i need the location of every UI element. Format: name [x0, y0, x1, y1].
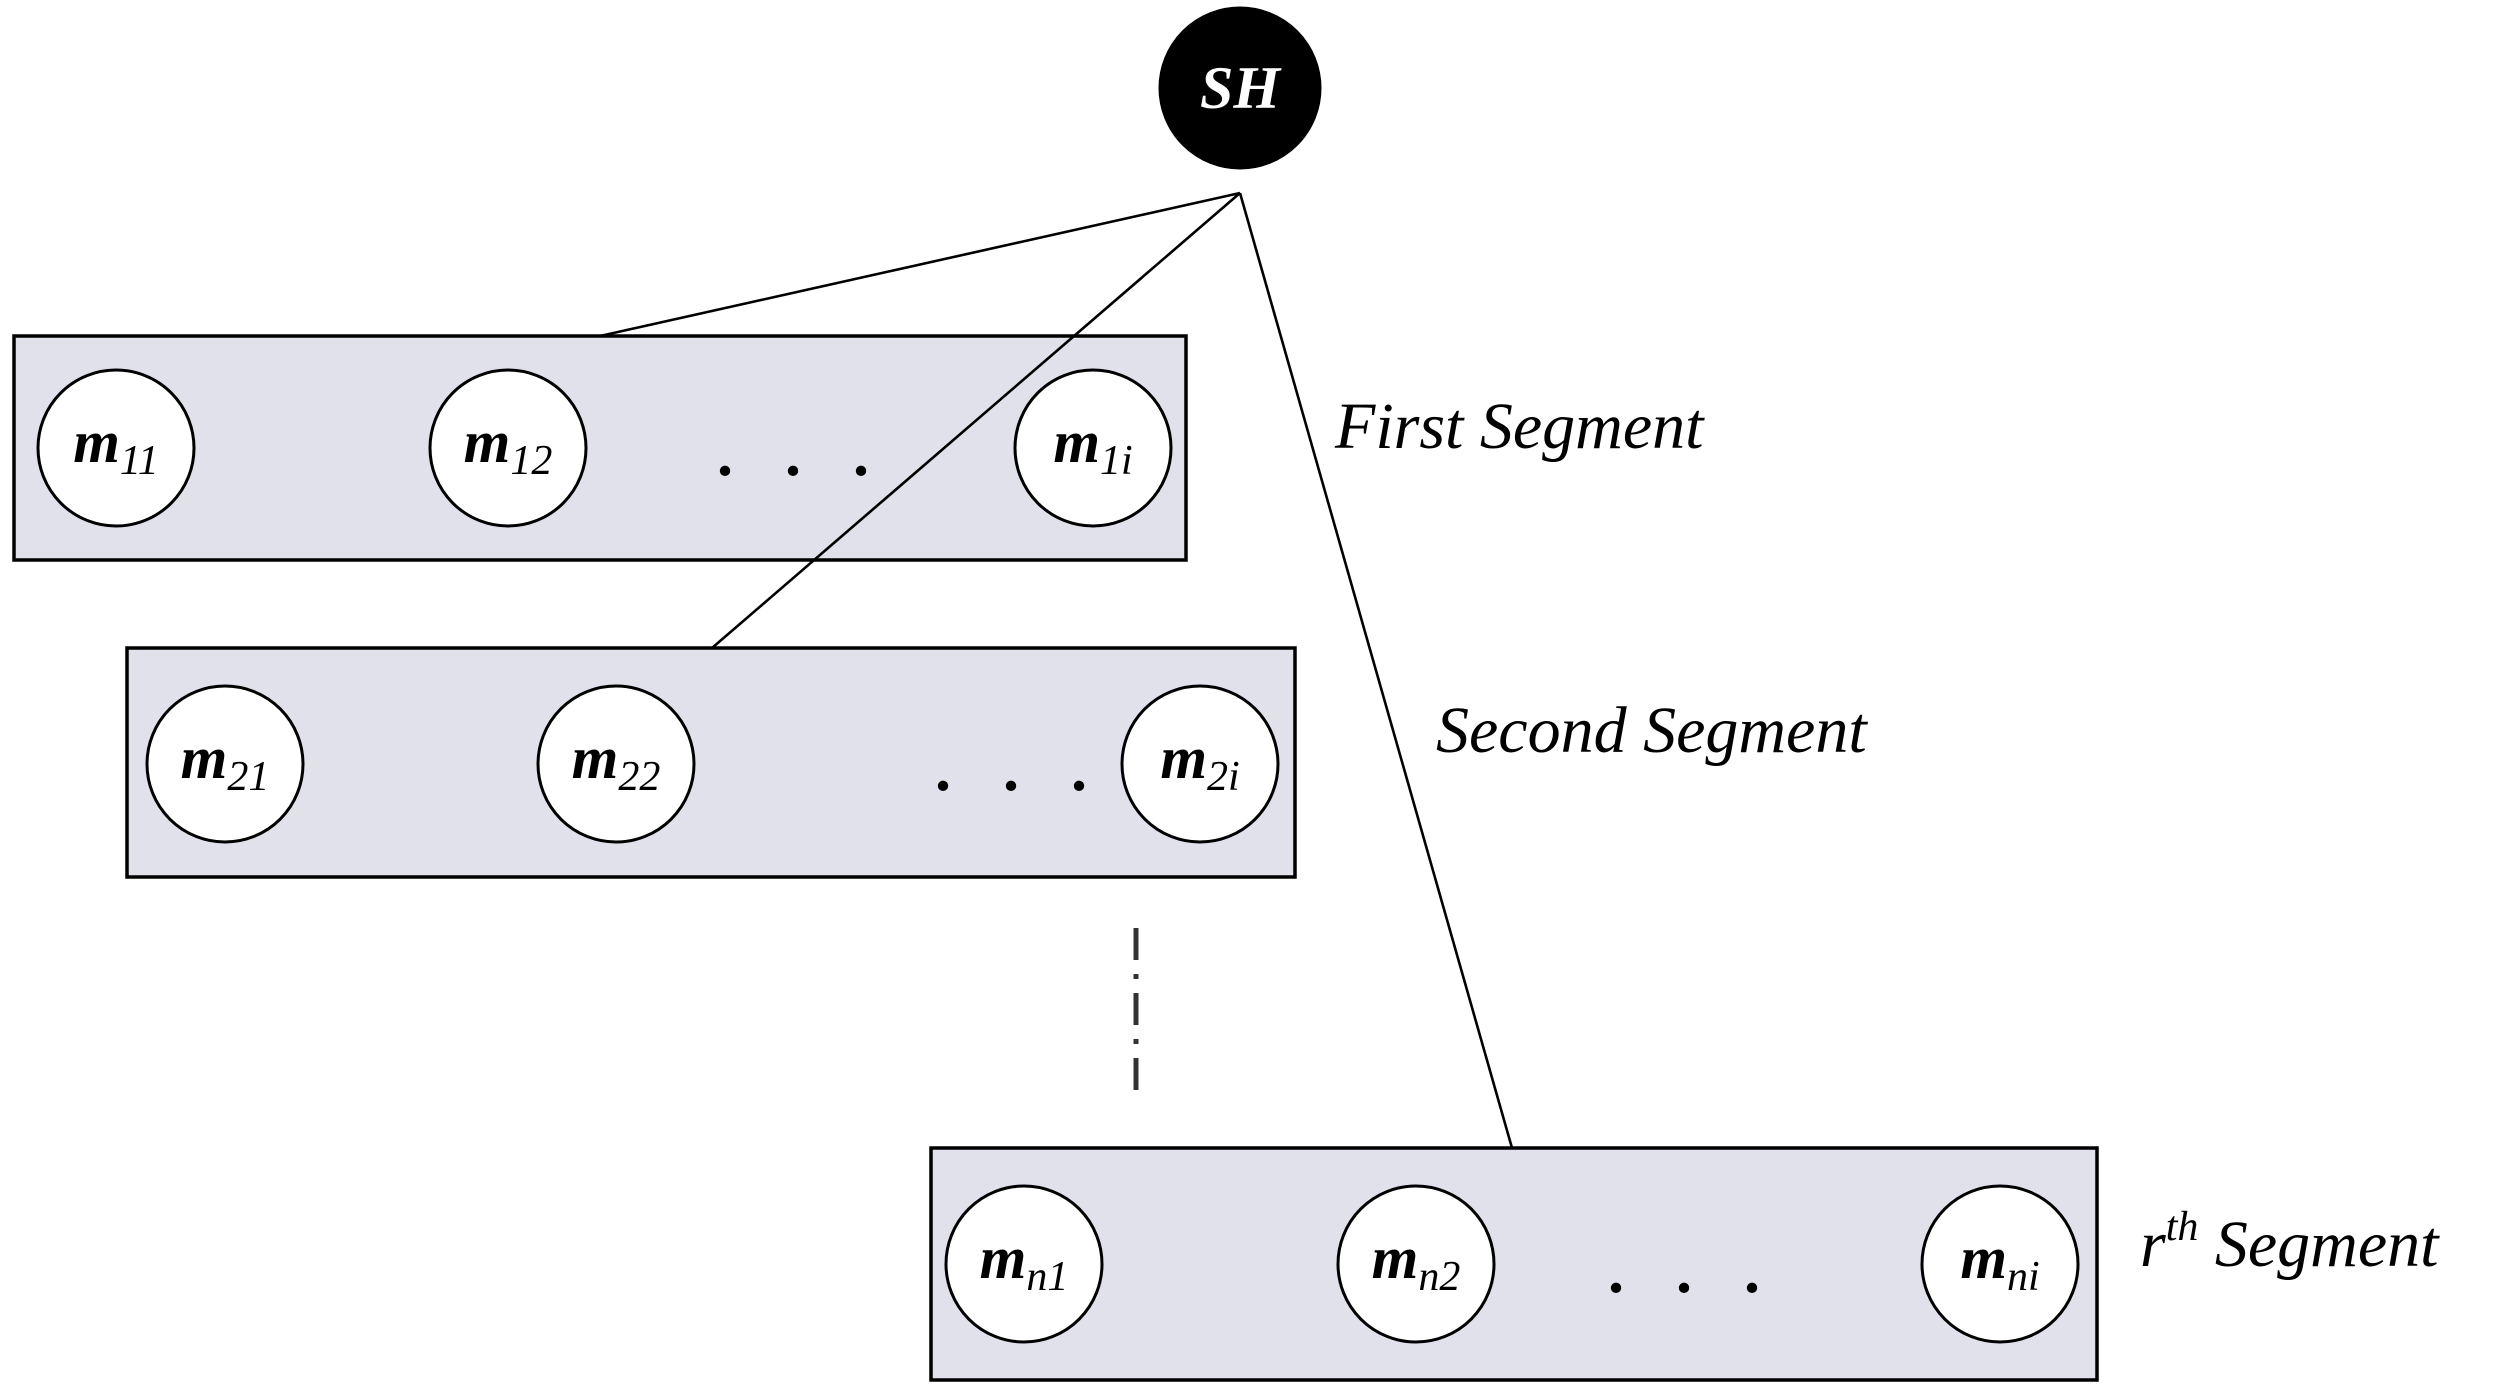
head-node-sh: SH [1158, 6, 1322, 170]
node-label: m11 [73, 409, 159, 484]
segment-2-label: Second Segment [1436, 694, 1868, 767]
ellipsis-r: . . . [1608, 1235, 1778, 1306]
segment-box-1 [12, 334, 1188, 562]
node-mn2: mn2 [1336, 1184, 1496, 1344]
node-circle [1336, 1184, 1496, 1344]
ellipsis-1: . . . [717, 418, 887, 489]
node-m22: m22 [536, 684, 696, 844]
node-label: m1i [1053, 409, 1132, 484]
segment-box-r [929, 1146, 2099, 1382]
node-label: m21 [181, 725, 270, 800]
head-node-circle [1158, 6, 1322, 170]
segment-2-nodes: m21 m22 . . . m2i [145, 684, 1280, 844]
link-head-to-segment-r [1238, 192, 1514, 1149]
segment-1-nodes: m11 m12 . . . m1i [36, 368, 1173, 528]
node-label: m12 [464, 409, 553, 484]
node-label: mn2 [1372, 1225, 1461, 1300]
node-label: m2i [1160, 725, 1239, 800]
node-m12: m12 [428, 368, 588, 528]
node-label: mni [1960, 1225, 2039, 1300]
node-label: mn1 [980, 1225, 1069, 1300]
node-m21: m21 [145, 684, 305, 844]
node-m1i: m1i [1013, 368, 1173, 528]
head-node-label: SH [1200, 55, 1282, 121]
node-label: m22 [572, 725, 661, 800]
node-circle [1920, 1184, 2080, 1344]
node-circle [944, 1184, 1104, 1344]
segment-box-2 [125, 646, 1297, 879]
node-mn1: mn1 [944, 1184, 1104, 1344]
node-circle [428, 368, 588, 528]
node-circle [1120, 684, 1280, 844]
node-m11: m11 [36, 368, 196, 528]
segment-r-nodes: mn1 mn2 . . . mni [944, 1184, 2080, 1344]
node-circle [1013, 368, 1173, 528]
ellipsis-2: . . . [935, 733, 1105, 804]
node-circle [36, 368, 196, 528]
node-circle [145, 684, 305, 844]
segment-1-label: First Segment [1334, 390, 1705, 463]
node-mni: mni [1920, 1184, 2080, 1344]
node-circle [536, 684, 696, 844]
link-head-to-segment-2 [711, 192, 1241, 649]
link-head-to-segment-1 [599, 191, 1241, 338]
segment-r-label: rth Segment [2140, 1204, 2440, 1281]
node-m2i: m2i [1120, 684, 1280, 844]
